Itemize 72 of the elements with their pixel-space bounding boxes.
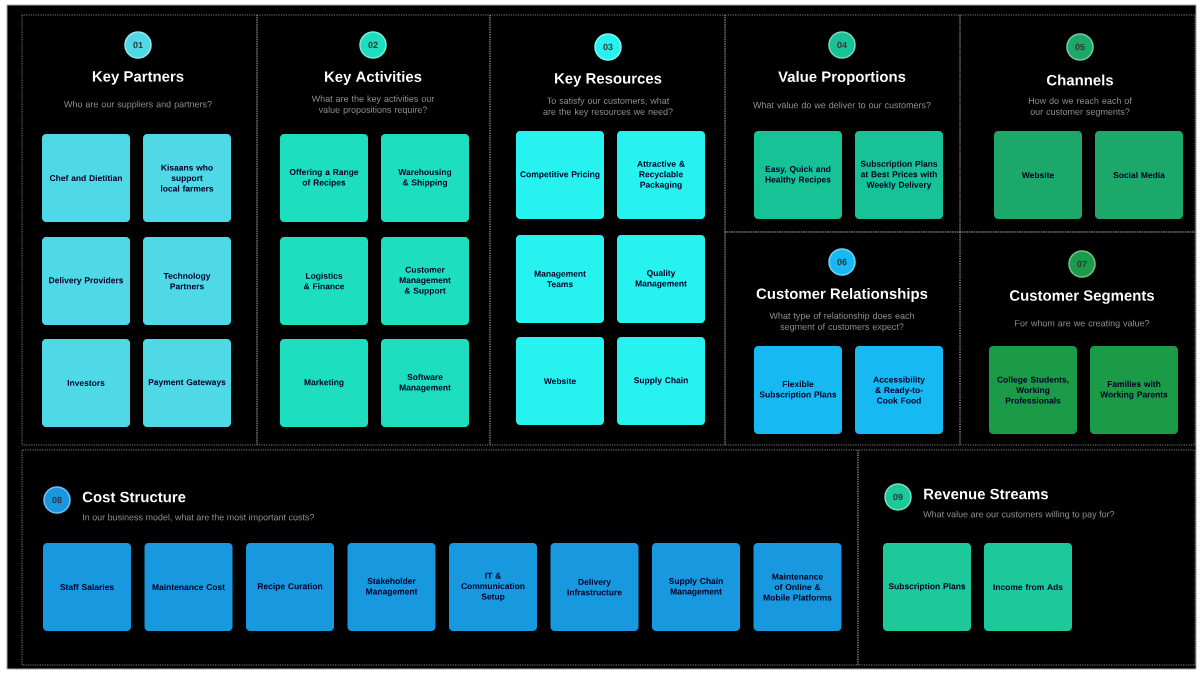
number-badge: 08 [43, 486, 71, 514]
item-card: Software Management [381, 339, 469, 427]
canvas-section [857, 449, 1196, 666]
item-card: Subscription Plans [883, 543, 971, 631]
item-card: Supply Chain [617, 337, 705, 425]
item-card: Delivery Infrastructure [550, 543, 639, 631]
item-card: Warehousing & Shipping [381, 134, 469, 222]
item-card: Customer Management & Support [381, 237, 469, 325]
item-card: Payment Gateways [143, 339, 231, 427]
item-card: Stakeholder Management [347, 543, 436, 631]
canvas-section [959, 14, 1196, 233]
item-card: Attractive & Recyclable Packaging [617, 131, 705, 219]
section-title: Value Proportions [778, 71, 906, 85]
item-card: Offering a Range of Recipes [280, 134, 368, 222]
section-question: In our business model, what are the most important costs? [83, 513, 315, 523]
section-title: Revenue Streams [924, 488, 1048, 500]
number-badge: 09 [884, 483, 912, 511]
number-badge: 06 [828, 248, 856, 276]
number-badge: 05 [1066, 33, 1094, 61]
item-card: College Students, Working Professionals [989, 346, 1077, 434]
number-badge: 04 [828, 31, 856, 59]
canvas-section [959, 231, 1196, 446]
item-card: Logistics & Finance [280, 237, 368, 325]
item-card: Recipe Curation [246, 543, 334, 631]
number-badge: 02 [359, 31, 387, 59]
item-card: Staff Salaries [43, 543, 131, 631]
section-question: What value are our customers willing to pay for? [923, 510, 1115, 520]
section-question: To satisfy our customers, what are the key resources we need? [543, 97, 673, 117]
item-card: Kisaans who support local farmers [143, 134, 231, 222]
item-card: Technology Partners [143, 237, 231, 325]
item-card: Families with Working Parents [1090, 346, 1178, 434]
item-card: Quality Management [617, 235, 705, 323]
item-card: Website [516, 337, 604, 425]
section-title: Cost Structure [82, 491, 186, 503]
item-card: Investors [42, 339, 130, 427]
section-question: Who are our suppliers and partners? [64, 100, 212, 110]
section-title: Customer Segments [1009, 290, 1154, 304]
item-card: Competitive Pricing [516, 131, 604, 219]
item-card: Accessibility & Ready-to-Cook Food [855, 346, 943, 434]
section-title: Key Resources [555, 73, 662, 87]
canvas-section [21, 449, 859, 666]
number-badge: 07 [1068, 250, 1096, 278]
item-card: Marketing [280, 339, 368, 427]
section-question: What type of relationship does each segment of customers expect? [769, 312, 914, 332]
canvas-section [724, 14, 961, 233]
item-card: Website [994, 131, 1082, 219]
section-title: Channels [1047, 74, 1113, 86]
item-card: Easy, Quick and Healthy Recipes [754, 131, 842, 219]
canvas-section [256, 14, 491, 446]
section-question: How do we reach each of our customer segments? [1028, 97, 1132, 117]
number-badge: 01 [124, 31, 152, 59]
item-card: Supply Chain Management [652, 543, 740, 631]
item-card: Income from Ads [984, 543, 1072, 631]
canvas-section [724, 231, 961, 446]
item-card: IT & Communication Setup [449, 543, 537, 631]
section-question: What are the key activities our value propositions require? [311, 95, 435, 115]
canvas-section [21, 14, 258, 446]
item-card: Maintenance Cost [144, 543, 233, 631]
section-question: What value do we deliver to our customers? [753, 101, 931, 109]
item-card: Social Media [1095, 131, 1183, 219]
item-card: Management Teams [516, 235, 604, 323]
section-title: Key Activities [325, 71, 422, 85]
item-card: Subscription Plans at Best Prices with Weekly Delivery [855, 131, 943, 219]
item-card: Maintenance of Online & Mobile Platforms [753, 543, 842, 631]
canvas-section [489, 14, 726, 446]
section-title: Key Partners [92, 71, 184, 85]
item-card: Flexible Subscription Plans [754, 346, 842, 434]
item-card: Delivery Providers [42, 237, 130, 325]
number-badge: 03 [594, 33, 622, 61]
item-card: Chef and Dietitian [42, 134, 130, 222]
section-question: For whom are we creating value? [1015, 319, 1150, 329]
section-title: Customer Relationships [756, 288, 928, 302]
